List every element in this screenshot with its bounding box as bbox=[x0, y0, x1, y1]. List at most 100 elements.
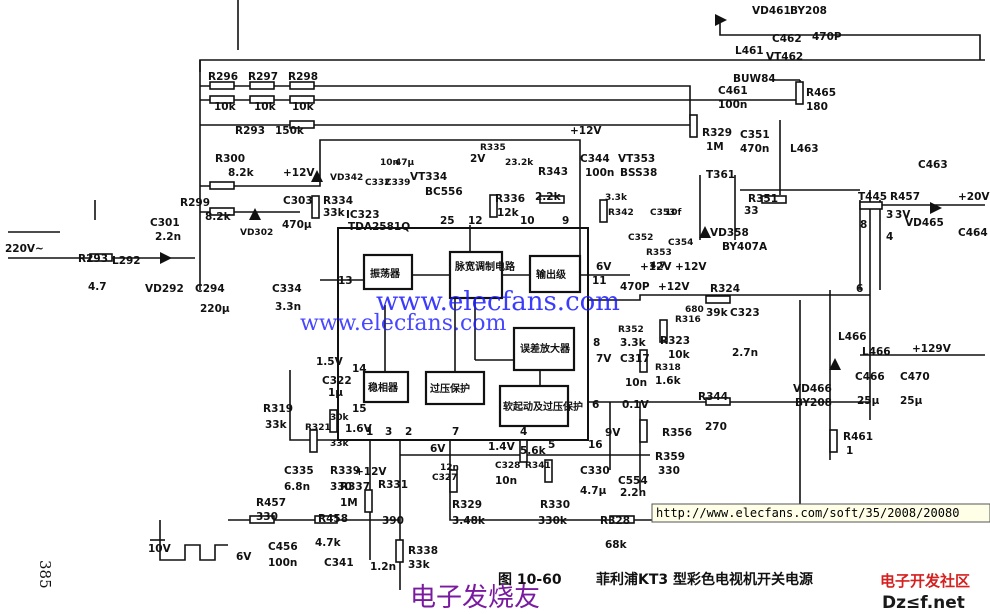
svg-text:2.2k: 2.2k bbox=[535, 191, 562, 203]
svg-text:L466: L466 bbox=[862, 346, 891, 358]
svg-text:C353: C353 bbox=[650, 208, 675, 218]
svg-text:R316: R316 bbox=[675, 315, 701, 325]
svg-text:25: 25 bbox=[440, 215, 455, 227]
svg-text:C330: C330 bbox=[580, 465, 610, 477]
watermark-bottom: www.elecfans.com bbox=[300, 311, 507, 336]
svg-text:4.7μ: 4.7μ bbox=[580, 485, 607, 497]
svg-text:C328: C328 bbox=[495, 461, 520, 471]
svg-text:R465: R465 bbox=[806, 87, 836, 99]
source-url: http://www.elecfans.com/soft/35/2008/200… bbox=[656, 506, 959, 520]
block-slow-start: 软起动及过压保护 bbox=[498, 384, 583, 428]
svg-text:VD461: VD461 bbox=[752, 5, 791, 17]
svg-text:12k: 12k bbox=[497, 207, 520, 219]
svg-text:10n: 10n bbox=[625, 377, 647, 389]
svg-text:1.4V: 1.4V bbox=[488, 441, 516, 453]
svg-text:33k: 33k bbox=[408, 559, 431, 571]
svg-text:270: 270 bbox=[705, 421, 727, 433]
svg-text:10k: 10k bbox=[254, 101, 277, 113]
svg-text:9V: 9V bbox=[605, 427, 621, 439]
svg-text:100n: 100n bbox=[718, 99, 747, 111]
page-number: 385 bbox=[36, 560, 54, 589]
svg-text:R339: R339 bbox=[330, 465, 360, 477]
watermark-top: www.elecfans.com bbox=[376, 287, 620, 317]
block-output-stage: 输出级 bbox=[528, 254, 582, 294]
svg-text:330k: 330k bbox=[538, 515, 568, 527]
svg-text:R338: R338 bbox=[408, 545, 438, 557]
svg-text:VD466: VD466 bbox=[793, 383, 832, 395]
svg-text:2.2n: 2.2n bbox=[155, 231, 181, 243]
svg-text:C354: C354 bbox=[668, 238, 693, 248]
svg-text:C462: C462 bbox=[772, 33, 802, 45]
svg-text:9: 9 bbox=[562, 215, 569, 227]
svg-text:2: 2 bbox=[405, 426, 412, 438]
svg-text:10k: 10k bbox=[214, 101, 237, 113]
svg-text:470P: 470P bbox=[812, 31, 842, 43]
svg-text:R298: R298 bbox=[288, 71, 318, 83]
svg-text:C461: C461 bbox=[718, 85, 748, 97]
block-overvoltage: 过压保护 bbox=[424, 370, 486, 406]
svg-text:680: 680 bbox=[685, 305, 704, 315]
svg-text:R356: R356 bbox=[662, 427, 692, 439]
svg-text:R321: R321 bbox=[305, 423, 331, 433]
svg-text:VT334: VT334 bbox=[410, 171, 447, 183]
svg-text:+129V: +129V bbox=[912, 343, 952, 355]
svg-text:10n: 10n bbox=[380, 158, 399, 168]
svg-text:R323: R323 bbox=[660, 335, 690, 347]
svg-text:R461: R461 bbox=[843, 431, 873, 443]
svg-text:R329: R329 bbox=[452, 499, 482, 511]
svg-text:L466: L466 bbox=[838, 331, 867, 343]
brand-top: 电子开发社区 bbox=[880, 572, 970, 590]
svg-text:8.2k: 8.2k bbox=[228, 167, 255, 179]
svg-text:7V: 7V bbox=[596, 353, 612, 365]
svg-text:6.8n: 6.8n bbox=[284, 481, 310, 493]
svg-text:+20V: +20V bbox=[958, 191, 990, 203]
svg-text:BSS38: BSS38 bbox=[620, 167, 657, 179]
svg-text:L461: L461 bbox=[735, 45, 764, 57]
svg-text:R329: R329 bbox=[702, 127, 732, 139]
svg-text:C317: C317 bbox=[620, 353, 650, 365]
svg-text:VD292: VD292 bbox=[145, 283, 184, 295]
svg-text:1.6k: 1.6k bbox=[655, 375, 682, 387]
svg-text:2.2n: 2.2n bbox=[620, 487, 646, 499]
svg-text:25μ: 25μ bbox=[900, 395, 923, 407]
svg-text:33k: 33k bbox=[265, 419, 288, 431]
svg-text:3V: 3V bbox=[895, 209, 911, 221]
svg-text:23.2k: 23.2k bbox=[505, 158, 534, 168]
svg-text:BUW84: BUW84 bbox=[733, 73, 776, 85]
svg-text:11: 11 bbox=[592, 275, 607, 287]
svg-text:10f: 10f bbox=[665, 208, 682, 218]
svg-text:C464: C464 bbox=[958, 227, 988, 239]
svg-text:12: 12 bbox=[468, 215, 483, 227]
svg-text:4: 4 bbox=[886, 231, 893, 243]
svg-text:33k: 33k bbox=[330, 439, 350, 449]
handwritten-logo: 电子发烧友 bbox=[410, 583, 540, 613]
svg-text:BY208: BY208 bbox=[790, 5, 827, 17]
svg-text:C344: C344 bbox=[580, 153, 610, 165]
svg-text:C335: C335 bbox=[284, 465, 314, 477]
svg-text:30k: 30k bbox=[330, 413, 350, 423]
svg-text:25μ: 25μ bbox=[857, 395, 880, 407]
svg-text:R300: R300 bbox=[215, 153, 245, 165]
svg-text:C470: C470 bbox=[900, 371, 930, 383]
svg-text:R328: R328 bbox=[600, 515, 630, 527]
svg-text:R342: R342 bbox=[608, 208, 634, 218]
brand-bottom: Dz≤f.net bbox=[882, 593, 965, 613]
svg-text:2V: 2V bbox=[470, 153, 486, 165]
svg-text:6: 6 bbox=[856, 283, 863, 295]
svg-text:1: 1 bbox=[366, 426, 373, 438]
component-labels: 220V~ R296 R297 R298 10k 10k 10k R293 15… bbox=[5, 5, 990, 573]
block-regulator: 稳相器 bbox=[362, 370, 410, 404]
svg-text:R293: R293 bbox=[235, 125, 265, 137]
svg-text:7: 7 bbox=[452, 426, 459, 438]
svg-text:5.6k: 5.6k bbox=[520, 445, 547, 457]
svg-text:470P: 470P bbox=[620, 281, 650, 293]
svg-text:8: 8 bbox=[593, 337, 600, 349]
svg-text:6V: 6V bbox=[430, 443, 446, 455]
svg-text:100n: 100n bbox=[268, 557, 297, 569]
svg-text:C301: C301 bbox=[150, 217, 180, 229]
svg-text:C322: C322 bbox=[322, 375, 352, 387]
svg-text:39k: 39k bbox=[706, 307, 729, 319]
figure-number: 图 10-60 bbox=[498, 572, 562, 588]
svg-text:68k: 68k bbox=[605, 539, 628, 551]
